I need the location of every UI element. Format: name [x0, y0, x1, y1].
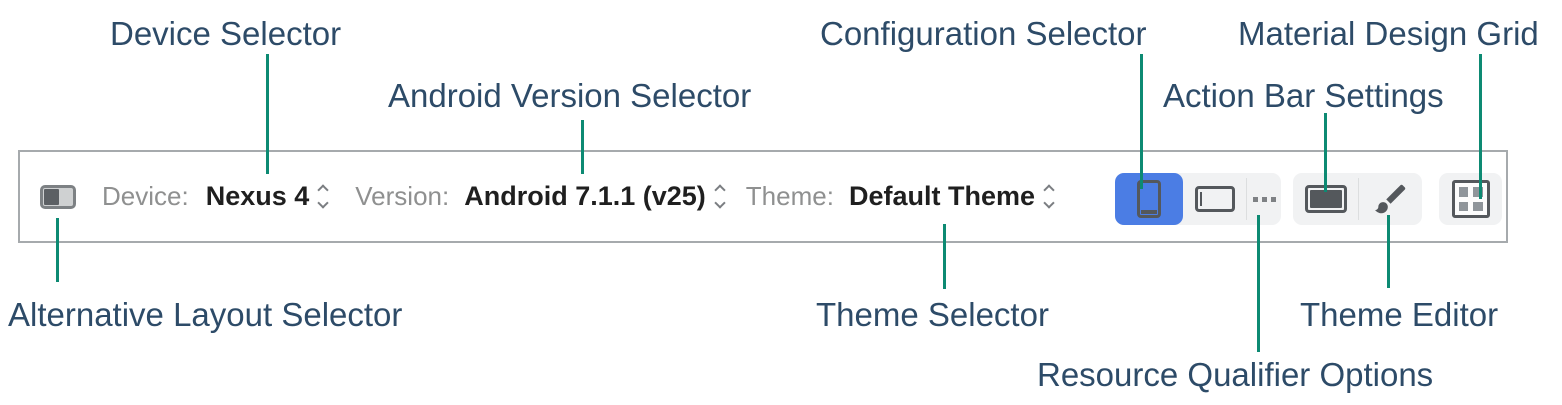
label-device-selector: Device Selector [110, 15, 342, 52]
leader-line-resource-qualifier-options [1257, 215, 1260, 352]
landscape-phone-icon [1194, 186, 1235, 212]
version-label: Version: [355, 181, 450, 211]
landscape-configuration-button[interactable] [1183, 173, 1246, 225]
up-down-stepper-icon [714, 184, 726, 209]
material-design-grid-button[interactable] [1439, 173, 1502, 225]
leader-line-theme-selector [943, 224, 946, 289]
label-material-design-grid: Material Design Grid [1238, 15, 1539, 52]
resource-qualifier-options-button[interactable] [1247, 173, 1281, 225]
portrait-phone-icon [1137, 180, 1161, 218]
separator [1358, 178, 1359, 220]
label-theme-selector: Theme Selector [816, 296, 1049, 333]
label-resource-qualifier-options: Resource Qualifier Options [1037, 356, 1434, 393]
up-down-stepper-icon [1043, 184, 1055, 209]
ellipsis-icon [1252, 196, 1276, 202]
leader-line-action-bar-settings [1324, 113, 1327, 192]
up-down-stepper-icon [317, 184, 329, 209]
appearance-button-group [1293, 173, 1422, 225]
layout-editor-toolbar: Device: Nexus 4 Version: Android 7.1.1 (… [18, 150, 1508, 243]
theme-editor-button[interactable] [1359, 173, 1422, 225]
leader-line-material-design-grid [1479, 54, 1482, 199]
android-version-selector-dropdown[interactable]: Android 7.1.1 (v25) [464, 181, 726, 212]
label-alternative-layout-selector: Alternative Layout Selector [8, 296, 403, 333]
separator [1246, 178, 1247, 220]
theme-label: Theme: [745, 181, 834, 211]
paintbrush-icon [1374, 184, 1405, 214]
label-theme-editor: Theme Editor [1300, 296, 1499, 333]
grid-icon [1451, 180, 1490, 218]
theme-selector-dropdown[interactable]: Default Theme [848, 181, 1055, 212]
leader-line-device-selector [266, 54, 269, 174]
configuration-selector-button[interactable] [1115, 173, 1183, 225]
configuration-button-group [1115, 173, 1281, 225]
alternative-layout-selector-button[interactable] [40, 184, 76, 209]
leader-line-configuration-selector [1140, 54, 1143, 189]
device-value: Nexus 4 [205, 181, 310, 211]
version-value: Android 7.1.1 (v25) [464, 181, 706, 211]
label-action-bar-settings: Action Bar Settings [1163, 77, 1444, 114]
device-selector-dropdown[interactable]: Nexus 4 [206, 181, 329, 212]
theme-value: Default Theme [848, 181, 1035, 211]
leader-line-android-version-selector [581, 120, 584, 174]
device-label: Device: [102, 181, 189, 211]
leader-line-alternative-layout-selector [56, 218, 59, 282]
leader-line-theme-editor [1387, 215, 1390, 288]
label-android-version-selector: Android Version Selector [388, 77, 752, 114]
label-configuration-selector: Configuration Selector [820, 15, 1147, 52]
